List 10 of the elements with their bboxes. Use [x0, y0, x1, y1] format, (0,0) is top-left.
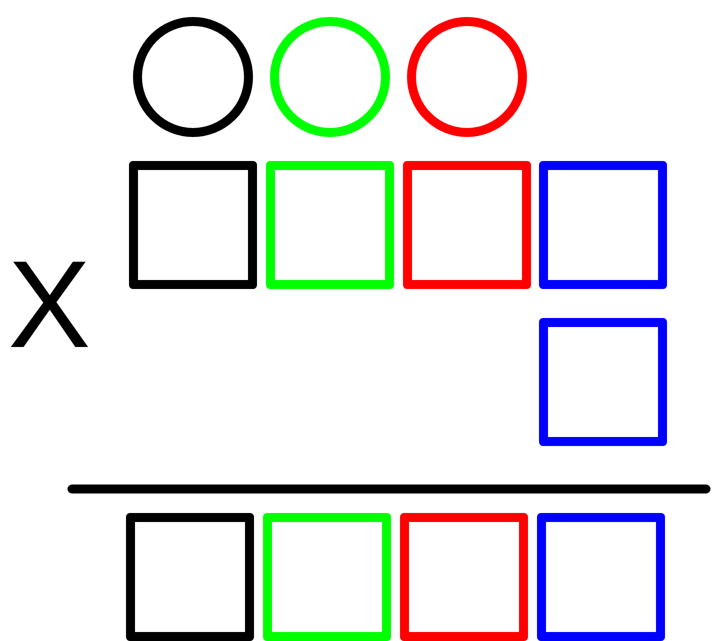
square-box [539, 318, 667, 446]
square-box [126, 513, 254, 641]
square-box [539, 161, 667, 289]
square-box [400, 513, 528, 641]
square-box [537, 513, 665, 641]
square-box [129, 161, 257, 289]
square-box [266, 161, 394, 289]
square-box [263, 513, 391, 641]
multiply-sign: X [8, 243, 91, 367]
square-box [403, 161, 531, 289]
